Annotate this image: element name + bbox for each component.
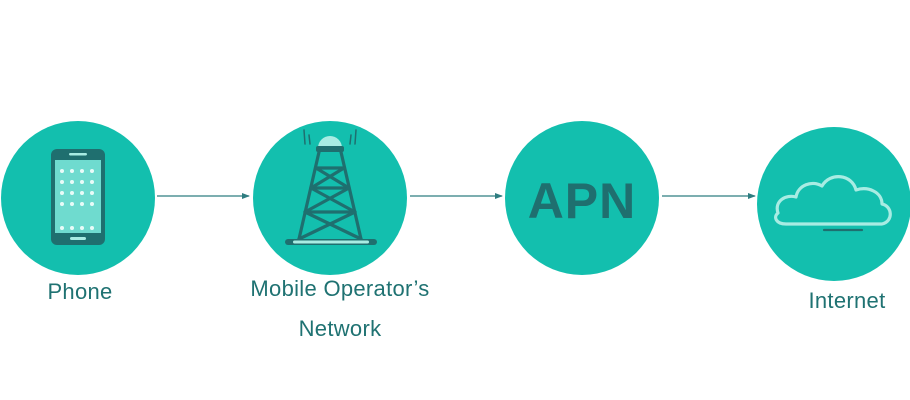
internet-circle <box>757 127 910 281</box>
phone-label: Phone <box>47 279 113 304</box>
operator-label-line1: Mobile Operator’s <box>250 276 430 301</box>
apn-circle <box>505 121 659 275</box>
cloud-icon <box>774 175 892 232</box>
phone-icon <box>51 149 105 245</box>
operator-label-line2: Network <box>298 316 382 341</box>
apn-text: APN <box>528 173 637 229</box>
internet-label: Internet <box>808 288 886 313</box>
cell-tower-icon <box>285 129 377 245</box>
